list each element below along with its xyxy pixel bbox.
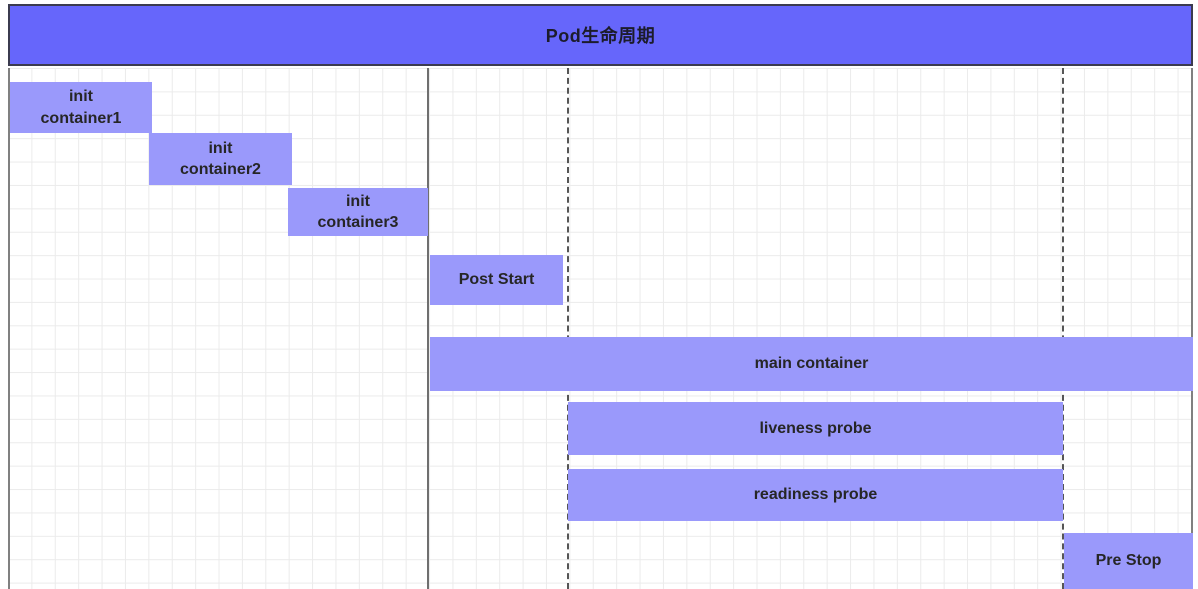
- bar-main-container: main container: [430, 337, 1193, 391]
- bar-label-post-start: Post Start: [458, 271, 535, 289]
- bar-label-readiness-probe: readiness probe: [753, 486, 878, 504]
- ready-dashed-line: [567, 68, 569, 589]
- bar-init-container2: init container2: [149, 133, 292, 185]
- bar-init-container1: init container1: [10, 82, 152, 133]
- bar-pre-stop: Pre Stop: [1064, 533, 1193, 589]
- bar-label-init-container1: init container1: [40, 88, 122, 127]
- bar-post-start: Post Start: [430, 255, 563, 305]
- terminate-dashed-line: [1062, 68, 1064, 589]
- bar-label-init-container2: init container2: [180, 139, 261, 178]
- bar-label-main-container: main container: [754, 355, 869, 373]
- diagram-title-bar: Pod生命周期: [8, 4, 1193, 66]
- left-axis-line: [8, 68, 10, 589]
- bar-readiness-probe: readiness probe: [568, 469, 1063, 521]
- bar-init-container3: init container3: [288, 188, 428, 236]
- bar-label-pre-stop: Pre Stop: [1095, 552, 1162, 570]
- right-axis-line: [1191, 68, 1193, 589]
- container-start-line: [427, 68, 429, 589]
- bar-label-liveness-probe: liveness probe: [759, 419, 872, 437]
- bar-liveness-probe: liveness probe: [568, 402, 1063, 455]
- bar-label-init-container3: init container3: [317, 192, 399, 231]
- page-title: Pod生命周期: [545, 26, 656, 46]
